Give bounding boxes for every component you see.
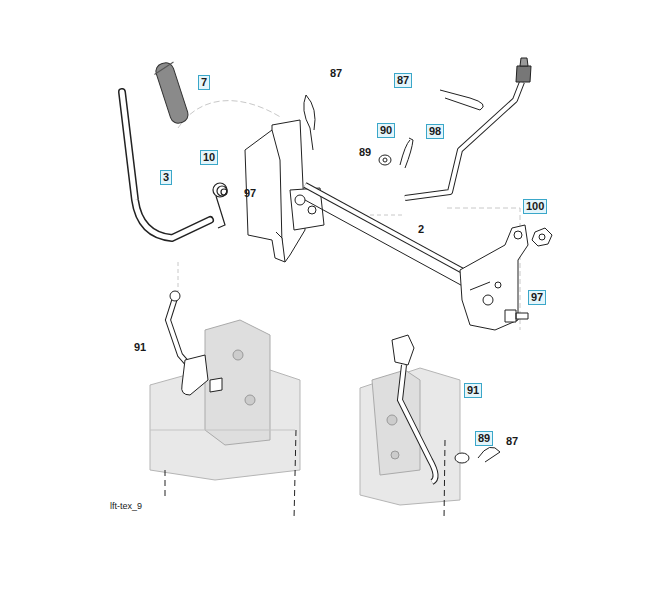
callout-box: 100 (523, 199, 547, 214)
deck-bracket-right (360, 368, 460, 505)
callout-number: 90 (380, 124, 392, 137)
clip (400, 138, 413, 168)
lift-link (168, 291, 222, 395)
nut (532, 228, 552, 246)
spring (213, 183, 227, 228)
callout-number: 2 (418, 223, 424, 236)
callout-number: 7 (201, 76, 207, 89)
callout-number: 89 (359, 146, 371, 159)
callout-box: 98 (426, 124, 444, 139)
callout-box: 7 (198, 75, 210, 90)
deck-bracket-left (150, 320, 300, 480)
callout-box: 3 (160, 170, 172, 185)
callout-number: 87 (330, 67, 342, 80)
callout-number: 98 (429, 125, 441, 138)
lift-link (392, 335, 500, 482)
callout-box: 97 (528, 290, 546, 305)
callout-number: 89 (478, 432, 490, 445)
callout-number: 3 (163, 171, 169, 184)
lift-handle-rod (122, 92, 210, 238)
callout-number: 91 (467, 384, 479, 397)
callout-number: 87 (397, 74, 409, 87)
washer (379, 155, 391, 165)
lift-shaft (305, 185, 485, 283)
lift-arm-plate (460, 225, 528, 330)
callout-box: 87 (394, 73, 412, 88)
callout-box: 89 (475, 431, 493, 446)
callout-box: 10 (200, 150, 218, 165)
callout-box: 90 (377, 123, 395, 138)
callout-number: 87 (506, 435, 518, 448)
adjust-rod (405, 82, 522, 198)
leader-dash (178, 262, 179, 292)
hairpin-clip (440, 90, 483, 110)
leader-curve (178, 101, 282, 128)
callout-number: 97 (531, 291, 543, 304)
callout-number: 97 (244, 187, 256, 200)
figure-code: lft-tex_9 (110, 500, 142, 513)
callout-number: 10 (203, 151, 215, 164)
callout-number: 100 (526, 200, 544, 213)
hairpin-clip (304, 95, 315, 150)
callout-box: 91 (464, 383, 482, 398)
handle-grip (154, 61, 190, 126)
bolt (505, 310, 528, 322)
callout-number: 91 (134, 341, 146, 354)
